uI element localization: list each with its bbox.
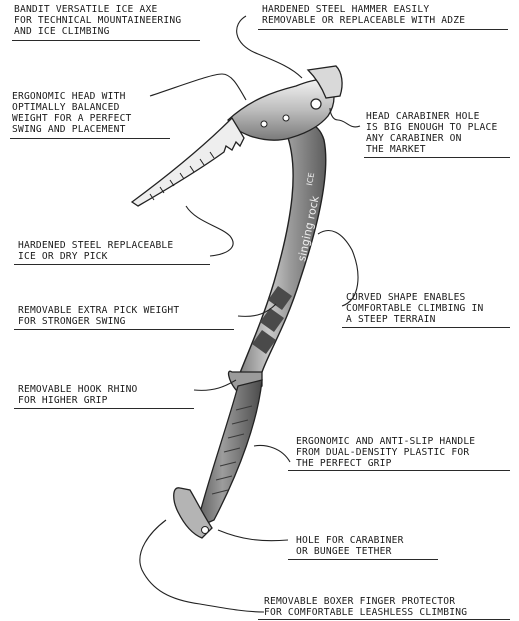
callout-bandit-rule: [12, 40, 200, 41]
callout-pick-weight-rule: [14, 329, 234, 330]
leader-lines: [139, 15, 361, 613]
callout-boxer-rule: [258, 619, 510, 620]
callout-head-rule: [10, 138, 170, 139]
callout-tether-hole-rule: [288, 559, 438, 560]
shaft-model-text: ICE: [305, 172, 316, 186]
callout-head: ERGONOMIC HEAD WITH OPTIMALLY BALANCED W…: [12, 91, 132, 135]
tether-hole: [201, 526, 209, 534]
callout-rhino-rule: [14, 408, 194, 409]
pick-teeth: [149, 151, 215, 201]
callout-rhino: REMOVABLE HOOK RHINO FOR HIGHER GRIP: [18, 384, 138, 406]
boxer-protector: [173, 487, 213, 539]
callout-pick: HARDENED STEEL REPLACEABLE ICE OR DRY PI…: [18, 240, 174, 262]
callout-carabiner-hole: HEAD CARABINER HOLE IS BIG ENOUGH TO PLA…: [366, 111, 498, 155]
callout-handle: ERGONOMIC AND ANTI-SLIP HANDLE FROM DUAL…: [296, 436, 476, 469]
head-carabiner-hole: [310, 98, 322, 110]
callout-handle-rule: [288, 470, 510, 471]
callout-carabiner-hole-rule: [364, 157, 510, 158]
callout-pick-rule: [14, 264, 210, 265]
callout-hammer-rule: [258, 29, 508, 30]
callout-pick-weight: REMOVABLE EXTRA PICK WEIGHT FOR STRONGER…: [18, 305, 180, 327]
callout-bandit: BANDIT VERSATILE ICE AXE FOR TECHNICAL M…: [14, 4, 182, 37]
shaft-chevrons: [252, 286, 292, 354]
axe-shaft: [236, 122, 327, 380]
handle-grip: [195, 379, 263, 530]
hammer: [306, 65, 343, 99]
callout-tether-hole: HOLE FOR CARABINER OR BUNGEE TETHER: [296, 535, 404, 557]
grip-ribs: [211, 405, 253, 495]
pick: [130, 116, 245, 207]
callout-hammer: HARDENED STEEL HAMMER EASILY REMOVABLE O…: [262, 4, 466, 26]
axe-head: [227, 78, 335, 141]
callout-boxer: REMOVABLE BOXER FINGER PROTECTOR FOR COM…: [264, 596, 468, 618]
callout-curved-rule: [342, 327, 510, 328]
callout-curved: CURVED SHAPE ENABLES COMFORTABLE CLIMBIN…: [346, 292, 484, 325]
